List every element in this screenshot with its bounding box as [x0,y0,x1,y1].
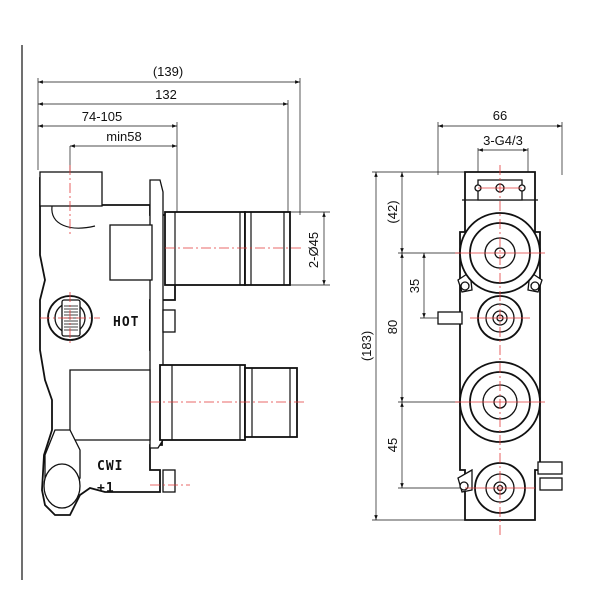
dim-66: 66 [493,108,507,123]
side-view: (139) 132 74-105 min58 2-Ø45 [37,64,330,516]
front-view: 66 3-G4/3 (183) (42) 80 45 [359,108,563,535]
upper-cartridge [164,211,291,286]
label-plus1: +1 [97,481,115,496]
dim-2-dia45: 2-Ø45 [306,232,321,268]
side-centerlines [40,165,305,486]
dim-42: (42) [385,200,400,223]
dim-35: 35 [407,279,422,293]
dim-139: (139) [153,64,183,79]
label-hot: HOT [113,315,139,330]
front-centerlines [455,165,545,535]
valve-body: HOT CWI +1 [39,171,176,516]
dim-45: 45 [385,438,400,452]
front-dimensions: 66 3-G4/3 (183) (42) 80 45 [359,108,563,521]
side-dimensions: (139) 132 74-105 min58 2-Ø45 [37,64,330,286]
dim-74-105: 74-105 [82,109,122,124]
dim-min58: min58 [106,129,141,144]
lower-cartridge [159,364,298,441]
dim-132: 132 [155,87,177,102]
dim-80: 80 [385,320,400,334]
dim-183: (183) [359,331,374,361]
dim-3-g43: 3-G4/3 [483,133,523,148]
label-cw: CWI [97,459,123,474]
